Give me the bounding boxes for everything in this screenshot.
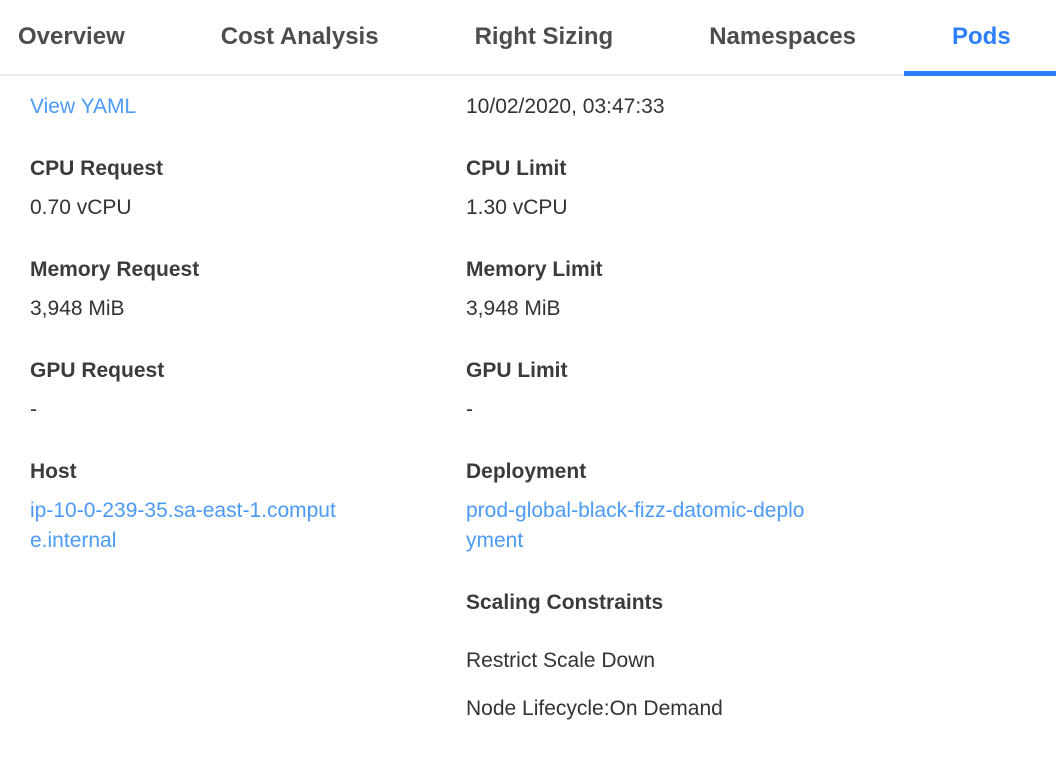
field-cpu-limit: CPU Limit 1.30 vCPU <box>466 154 810 223</box>
field-cpu-request: CPU Request 0.70 vCPU <box>30 154 342 223</box>
scaling-constraints-label: Scaling Constraints <box>466 591 664 614</box>
field-memory-limit: Memory Limit 3,948 MiB <box>466 255 810 324</box>
scaling-constraints-section: Scaling Constraints Restrict Scale Down … <box>466 588 810 724</box>
scaling-constraint-restrict-scale-down: Restrict Scale Down <box>466 649 656 672</box>
tab-cost-analysis[interactable]: Cost Analysis <box>220 23 379 50</box>
field-gpu-limit: GPU Limit - <box>466 356 810 425</box>
tab-pods[interactable]: Pods <box>903 0 1056 76</box>
scaling-constraint-node-lifecycle: Node Lifecycle:On Demand <box>466 697 723 720</box>
memory-request-value: 3,948 MiB <box>30 297 125 320</box>
memory-request-label: Memory Request <box>30 258 200 281</box>
cpu-request-value: 0.70 vCPU <box>30 196 132 219</box>
cpu-limit-value: 1.30 vCPU <box>466 196 568 219</box>
tab-overview[interactable]: Overview <box>18 23 125 50</box>
created-timestamp: 10/02/2020, 03:47:33 <box>466 95 665 118</box>
field-gpu-request: GPU Request - <box>30 356 342 425</box>
gpu-request-label: GPU Request <box>30 359 165 382</box>
active-tab-indicator <box>903 71 1056 76</box>
memory-limit-label: Memory Limit <box>466 258 603 281</box>
pod-detail-panel: View YAML CPU Request 0.70 vCPU Memory R… <box>0 76 1056 742</box>
tab-right-sizing[interactable]: Right Sizing <box>474 23 614 50</box>
gpu-limit-value: - <box>466 398 473 421</box>
gpu-request-value: - <box>30 398 37 421</box>
host-link[interactable]: ip-10-0-239-35.sa-east-1.compute.interna… <box>30 499 336 552</box>
field-host: Host ip-10-0-239-35.sa-east-1.compute.in… <box>30 457 342 556</box>
deployment-label: Deployment <box>466 460 587 483</box>
detail-column-right: 10/02/2020, 03:47:33 CPU Limit 1.30 vCPU… <box>466 92 810 742</box>
field-memory-request: Memory Request 3,948 MiB <box>30 255 342 324</box>
cpu-request-label: CPU Request <box>30 157 164 180</box>
host-label: Host <box>30 460 77 483</box>
field-deployment: Deployment prod-global-black-fizz-datomi… <box>466 457 810 556</box>
detail-column-left: View YAML CPU Request 0.70 vCPU Memory R… <box>30 92 342 742</box>
tab-pods-label: Pods <box>951 23 1011 50</box>
deployment-link[interactable]: prod-global-black-fizz-datomic-deploymen… <box>466 499 805 552</box>
cpu-limit-label: CPU Limit <box>466 157 567 180</box>
gpu-limit-label: GPU Limit <box>466 359 568 382</box>
memory-limit-value: 3,948 MiB <box>466 297 561 320</box>
view-yaml-link[interactable]: View YAML <box>30 95 137 118</box>
tab-bar: Overview Cost Analysis Right Sizing Name… <box>0 0 1056 76</box>
tab-namespaces[interactable]: Namespaces <box>709 23 856 50</box>
